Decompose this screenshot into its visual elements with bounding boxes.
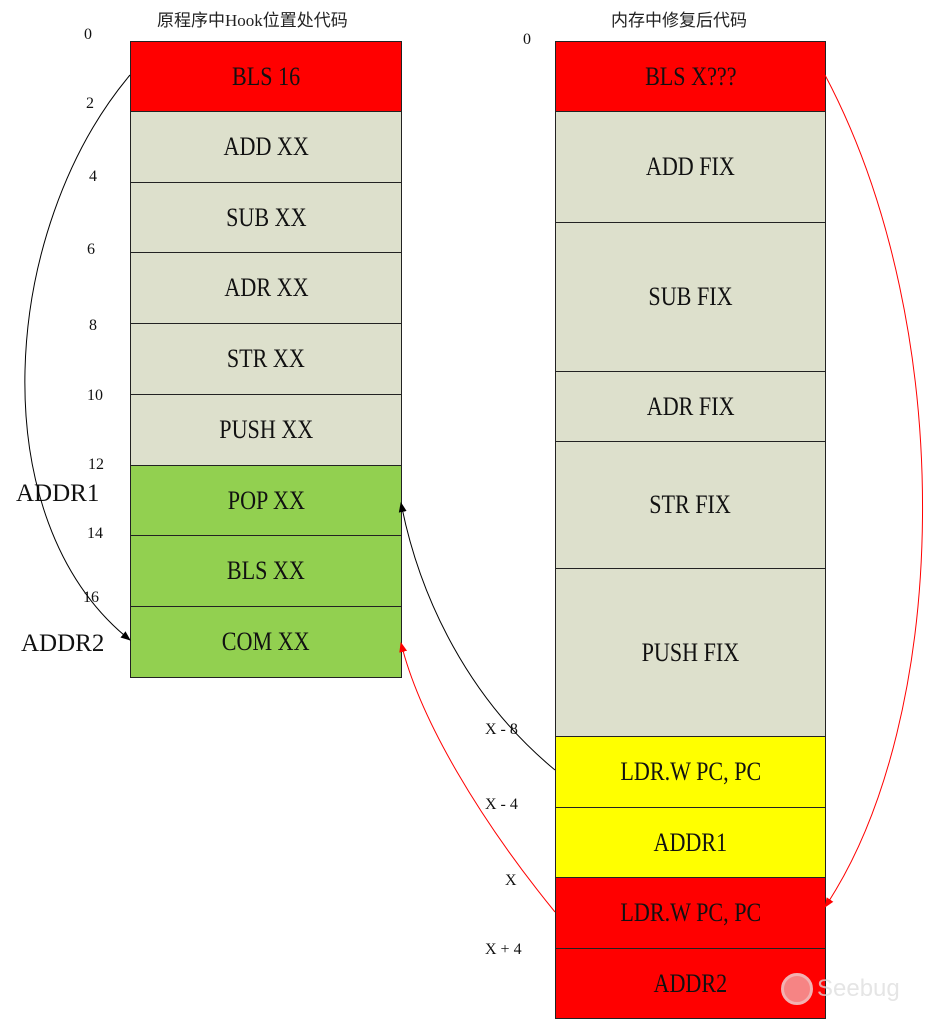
cell-instruction: LDR.W PC, PC bbox=[555, 877, 826, 949]
cell-background bbox=[555, 41, 826, 112]
cell-background bbox=[555, 111, 826, 223]
cell-background bbox=[130, 535, 402, 607]
cell-instruction: ADD XX bbox=[130, 111, 402, 183]
left-offset: 16 bbox=[83, 589, 99, 606]
addr2-label: ADDR2 bbox=[21, 630, 105, 657]
cell-background bbox=[555, 441, 826, 569]
instruction-text: POP XX bbox=[227, 485, 305, 515]
cell-background bbox=[555, 877, 826, 949]
cell-background bbox=[130, 182, 402, 253]
instruction-text: LDR.W PC, PC bbox=[620, 898, 761, 927]
right-code-cell: ADD FIX bbox=[555, 111, 826, 223]
left-code-cell: PUSH XX bbox=[130, 394, 402, 466]
cell-instruction: COM XX bbox=[130, 606, 402, 678]
left-code-cell: BLS XX bbox=[130, 535, 402, 607]
left-code-cell: ADD XX bbox=[130, 111, 402, 183]
cell-background bbox=[130, 41, 402, 112]
right-code-cell: BLS X??? bbox=[555, 41, 826, 112]
cell-instruction: BLS XX bbox=[130, 535, 402, 607]
return-arrow-addr2 bbox=[399, 642, 556, 913]
instruction-text: ADD FIX bbox=[645, 152, 736, 181]
right-offset: X - 4 bbox=[485, 796, 518, 813]
instruction-text: COM XX bbox=[222, 627, 310, 656]
left-title: 原程序中Hook位置处代码 bbox=[157, 11, 348, 30]
cell-instruction: ADDR2 bbox=[555, 948, 826, 1019]
left-offset: 0 bbox=[84, 26, 92, 43]
cell-background bbox=[555, 568, 826, 737]
cell-instruction: SUB FIX bbox=[555, 222, 826, 372]
instruction-text: SUB XX bbox=[225, 202, 307, 232]
right-code-cell: LDR.W PC, PC bbox=[555, 736, 826, 808]
left-offset: 8 bbox=[89, 317, 97, 334]
left-code-cell: SUB XX bbox=[130, 182, 402, 253]
seebug-logo-icon bbox=[781, 973, 813, 1005]
left-code-cell: COM XX bbox=[130, 606, 402, 678]
instruction-text: SUB FIX bbox=[648, 282, 733, 311]
cell-instruction: PUSH XX bbox=[130, 394, 402, 466]
right-offset: 0 bbox=[523, 31, 531, 48]
left-code-cell: ADR XX bbox=[130, 252, 402, 324]
cell-instruction: ADDR1 bbox=[555, 807, 826, 878]
cell-background bbox=[130, 323, 402, 395]
instruction-text: PUSH FIX bbox=[641, 637, 740, 667]
left-code-cell: BLS 16 bbox=[130, 41, 402, 112]
cell-instruction: PUSH FIX bbox=[555, 568, 826, 737]
instruction-text: ADD XX bbox=[223, 132, 309, 161]
instruction-text: ADR FIX bbox=[646, 391, 735, 421]
cell-instruction: ADD FIX bbox=[555, 111, 826, 223]
right-code-cell: PUSH FIX bbox=[555, 568, 826, 737]
jump-arrow-bls-to-ldr bbox=[824, 74, 924, 908]
right-title: 内存中修复后代码 bbox=[611, 11, 747, 30]
jump-arrow-bls-to-com bbox=[24, 74, 131, 641]
instruction-text: ADDR1 bbox=[653, 827, 728, 857]
left-code-cell: POP XX bbox=[130, 465, 402, 536]
cell-instruction: STR XX bbox=[130, 323, 402, 395]
right-offset: X bbox=[505, 872, 517, 889]
seebug-watermark: Seebug bbox=[781, 973, 900, 1005]
cell-instruction: SUB XX bbox=[130, 182, 402, 253]
right-code-cell: LDR.W PC, PC bbox=[555, 877, 826, 949]
instruction-text: ADR XX bbox=[223, 273, 309, 302]
cell-instruction: BLS 16 bbox=[130, 41, 402, 112]
instruction-text: STR FIX bbox=[649, 490, 732, 519]
addr1-label: ADDR1 bbox=[16, 480, 100, 507]
left-offset: 10 bbox=[87, 387, 103, 404]
instruction-text: BLS XX bbox=[227, 556, 305, 585]
right-code-cell: ADDR2 bbox=[555, 948, 826, 1019]
instruction-text: PUSH XX bbox=[219, 415, 313, 444]
left-offset: 6 bbox=[87, 241, 95, 258]
patched-code-column: BLS X??? ADD FIX SUB FIX ADR FIX STR FIX PUSH… bbox=[555, 0, 826, 1021]
cell-background bbox=[130, 111, 402, 183]
left-offset: 12 bbox=[88, 456, 104, 473]
original-code-column: BLS 16 ADD XX SUB XX ADR XX STR XX PUSH XX POP… bbox=[130, 0, 402, 1021]
cell-instruction: POP XX bbox=[130, 465, 402, 536]
instruction-text: BLS X??? bbox=[644, 61, 737, 91]
cell-instruction: ADR XX bbox=[130, 252, 402, 324]
cell-instruction: ADR FIX bbox=[555, 371, 826, 442]
left-offset: 14 bbox=[87, 525, 103, 542]
instruction-text: STR XX bbox=[227, 344, 305, 373]
left-code-cell: STR XX bbox=[130, 323, 402, 395]
watermark-text: Seebug bbox=[817, 975, 900, 1002]
left-offset: 4 bbox=[89, 168, 97, 185]
right-offset: X + 4 bbox=[485, 941, 522, 958]
right-code-cell: ADR FIX bbox=[555, 371, 826, 442]
cell-background bbox=[130, 606, 402, 678]
cell-background bbox=[555, 371, 826, 442]
left-offset: 2 bbox=[86, 95, 94, 112]
cell-instruction: STR FIX bbox=[555, 441, 826, 569]
cell-instruction: BLS X??? bbox=[555, 41, 826, 112]
right-offset: X - 8 bbox=[485, 721, 518, 738]
cell-background bbox=[130, 465, 402, 536]
return-arrow-addr1 bbox=[398, 502, 556, 771]
right-code-cell: STR FIX bbox=[555, 441, 826, 569]
cell-instruction: LDR.W PC, PC bbox=[555, 736, 826, 808]
cell-background bbox=[555, 948, 826, 1019]
instruction-text: LDR.W PC, PC bbox=[620, 757, 761, 786]
instruction-text: ADDR2 bbox=[653, 968, 728, 998]
instruction-text: BLS 16 bbox=[231, 61, 301, 91]
